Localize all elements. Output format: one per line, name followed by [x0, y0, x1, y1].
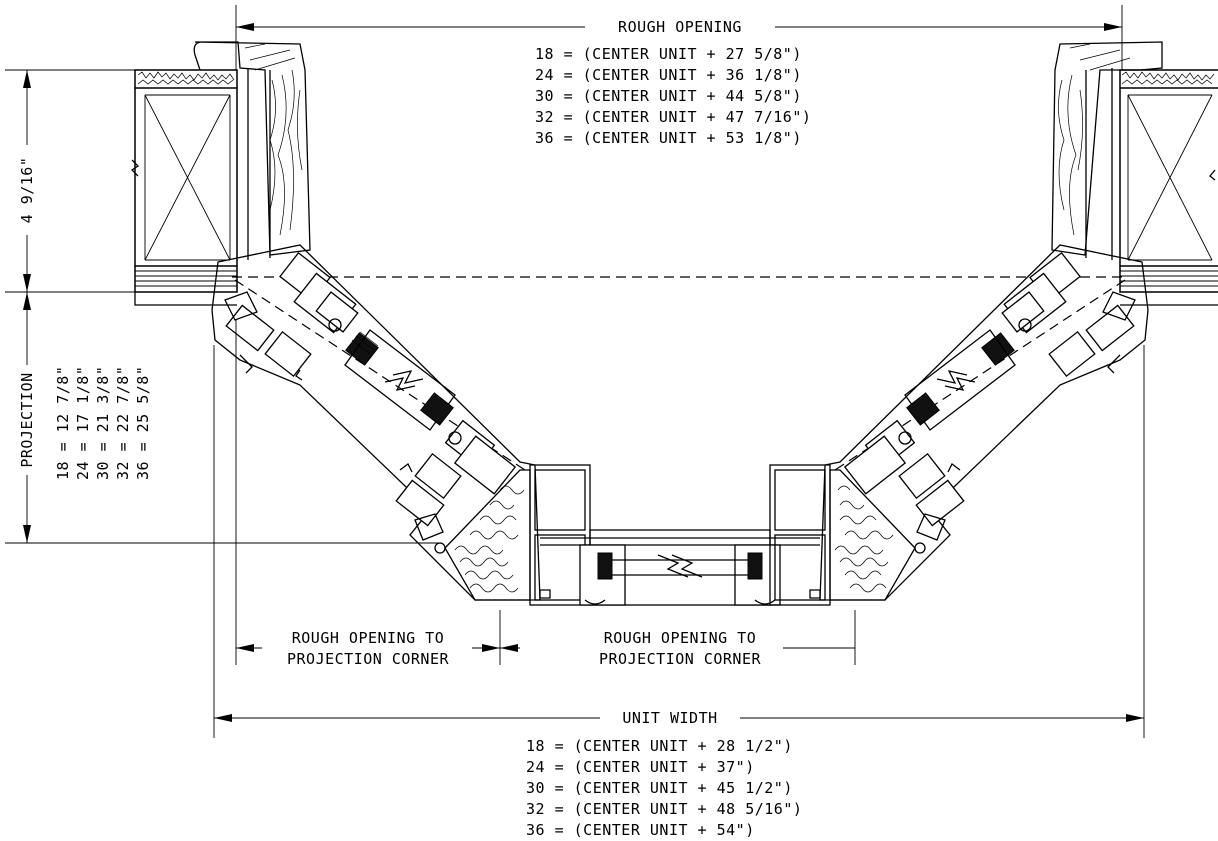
projection-label: PROJECTION	[18, 372, 36, 467]
projection-dimension	[5, 292, 440, 544]
corner-right-line2: PROJECTION CORNER	[599, 650, 761, 668]
unit-width-value: 30 = (CENTER UNIT + 45 1/2")	[526, 779, 793, 797]
unit-width-value: 24 = (CENTER UNIT + 37")	[526, 758, 755, 776]
unit-width-dimension	[213, 345, 1145, 738]
corner-left-line2: PROJECTION CORNER	[287, 650, 449, 668]
unit-width-value: 18 = (CENTER UNIT + 28 1/2")	[526, 737, 793, 755]
right-wall-section	[1051, 41, 1218, 306]
right-flanker-unit	[819, 244, 1149, 601]
corner-left-line1: ROUGH OPENING TO	[292, 629, 445, 647]
rough-opening-dimension	[235, 5, 1123, 70]
left-wall-section	[130, 41, 311, 306]
wall-depth-label: 4 9/16"	[18, 157, 36, 224]
rough-opening-value: 32 = (CENTER UNIT + 47 7/16")	[535, 108, 811, 126]
unit-width-value: 36 = (CENTER UNIT + 54")	[526, 821, 755, 839]
projection-value: 36 = 25 5/8"	[134, 366, 152, 480]
projection-value: 24 = 17 1/8"	[74, 366, 92, 480]
corner-right-line1: ROUGH OPENING TO	[604, 629, 757, 647]
rough-opening-value: 18 = (CENTER UNIT + 27 5/8")	[535, 45, 802, 63]
center-unit	[540, 529, 820, 606]
rough-opening-value: 24 = (CENTER UNIT + 36 1/8")	[535, 66, 802, 84]
rough-opening-values: 18 = (CENTER UNIT + 27 5/8") 24 = (CENTE…	[535, 45, 811, 147]
left-corner-post	[444, 464, 591, 606]
right-corner-post	[769, 464, 916, 606]
left-flanker-unit	[211, 244, 541, 601]
unit-width-value: 32 = (CENTER UNIT + 48 5/16")	[526, 800, 802, 818]
rough-opening-value: 30 = (CENTER UNIT + 44 5/8")	[535, 87, 802, 105]
projection-value: 18 = 12 7/8"	[54, 366, 72, 480]
rough-opening-to-corner-dimension	[235, 320, 856, 665]
rough-opening-value: 36 = (CENTER UNIT + 53 1/8")	[535, 129, 802, 147]
projection-value: 30 = 21 3/8"	[94, 366, 112, 480]
rough-opening-label: ROUGH OPENING	[618, 18, 742, 36]
projection-value: 32 = 22 7/8"	[114, 366, 132, 480]
projection-values: 18 = 12 7/8" 24 = 17 1/8" 30 = 21 3/8" 3…	[54, 366, 152, 480]
unit-width-label: UNIT WIDTH	[622, 709, 717, 727]
unit-width-values: 18 = (CENTER UNIT + 28 1/2") 24 = (CENTE…	[526, 737, 802, 839]
